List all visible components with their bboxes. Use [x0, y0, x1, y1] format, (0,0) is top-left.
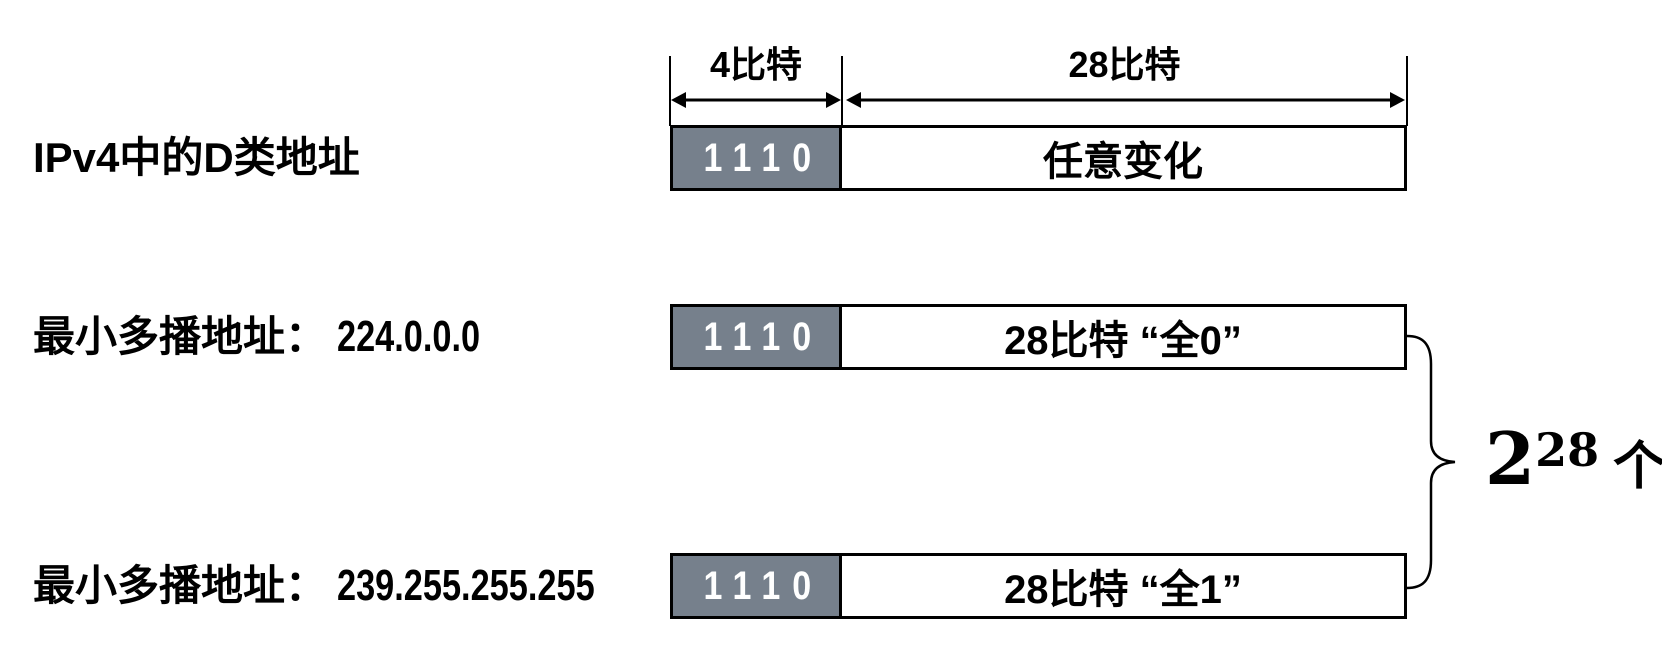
- host-bits-value: 28比特 “全1”: [1004, 568, 1242, 612]
- class-d-label-text: IPv4中的D类地址: [33, 134, 360, 181]
- count-unit: 个: [1613, 438, 1662, 496]
- prefix-bits-value: 1110: [703, 315, 823, 359]
- count-base: 2: [1485, 416, 1536, 501]
- max-multicast-address-row: 1110 28比特 “全1”: [670, 553, 1407, 619]
- class-d-row-label: IPv4中的D类地址: [33, 133, 370, 183]
- min-multicast-label-text: 最小多播地址：: [33, 313, 328, 360]
- host-bits-cell: 28比特 “全0”: [842, 304, 1407, 370]
- min-multicast-row-label: 最小多播地址：224.0.0.0: [33, 312, 521, 362]
- host-bits-cell: 28比特 “全1”: [842, 553, 1407, 619]
- max-multicast-address-text: 239.255.255.255: [337, 561, 595, 610]
- min-multicast-address-row: 1110 28比特 “全0”: [670, 304, 1407, 370]
- host-bits-cell: 任意变化: [842, 125, 1407, 191]
- bits4-width-label: 4比特: [709, 44, 803, 85]
- max-multicast-row-label: 最小多播地址：239.255.255.255: [33, 561, 667, 611]
- prefix-bits-value: 1110: [703, 564, 823, 608]
- prefix-bits-cell: 1110: [670, 125, 842, 191]
- max-multicast-label-text: 最小多播地址：: [33, 562, 328, 609]
- class-d-address-row: 1110 任意变化: [670, 125, 1407, 191]
- prefix-bits-cell: 1110: [670, 553, 842, 619]
- prefix-bits-cell: 1110: [670, 304, 842, 370]
- count-exponent: 28: [1535, 423, 1600, 477]
- measure-arrows-icon: [669, 56, 1408, 126]
- brace-icon: [1405, 334, 1456, 590]
- prefix-bits-value: 1110: [703, 136, 823, 180]
- bits28-width-label: 28比特: [1068, 44, 1181, 85]
- host-bits-value: 28比特 “全0”: [1004, 319, 1242, 363]
- min-multicast-address-text: 224.0.0.0: [337, 312, 481, 361]
- host-bits-value: 任意变化: [1043, 140, 1203, 184]
